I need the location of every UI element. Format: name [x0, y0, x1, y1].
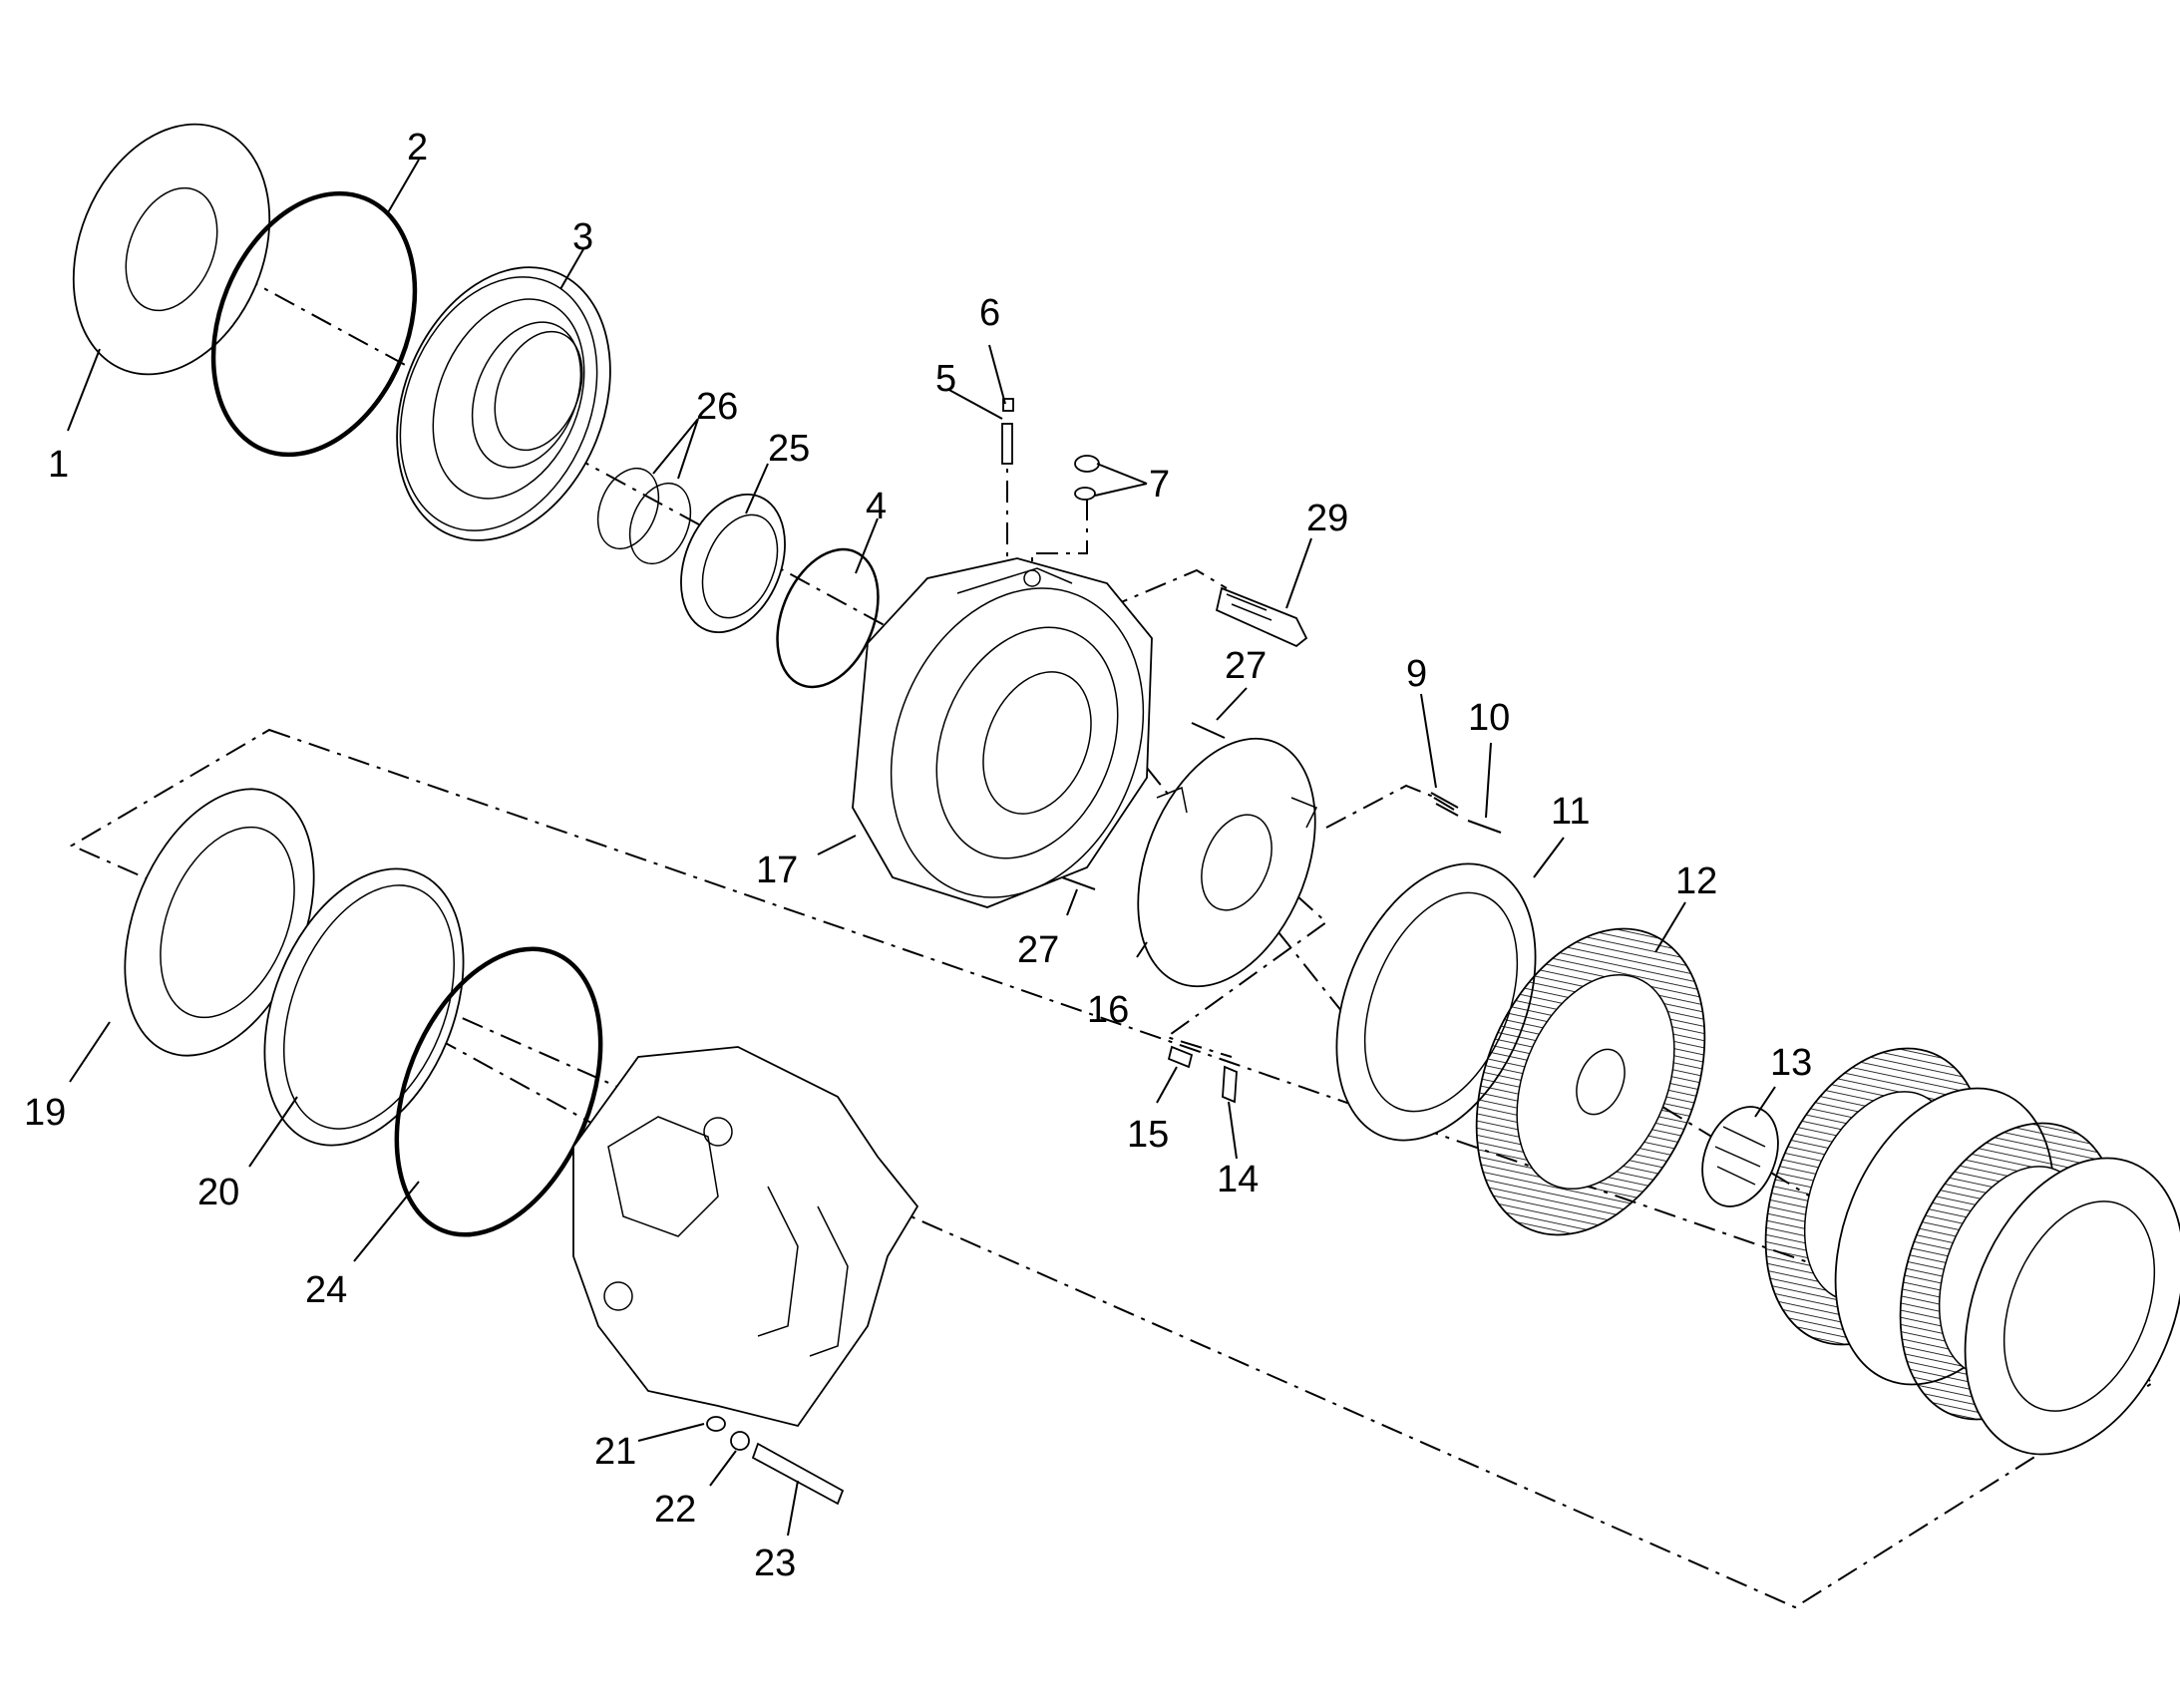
part-6-cap	[1002, 398, 1014, 412]
part-1-thrust-washer	[72, 123, 271, 376]
callout-13: 13	[1770, 1042, 1812, 1084]
part-25-bearing	[680, 493, 786, 634]
part-10-pin	[1467, 820, 1502, 834]
part-17-housing	[852, 557, 1153, 908]
part-5-fitting	[1001, 423, 1013, 465]
part-24-o-ring	[394, 946, 603, 1237]
callout-4: 4	[866, 486, 887, 527]
leader-lines	[67, 159, 1776, 1537]
callout-23: 23	[754, 1542, 796, 1584]
callout-3: 3	[572, 216, 593, 258]
callout-10: 10	[1468, 697, 1510, 739]
part-27-pin-lower	[1061, 876, 1096, 890]
callout-27-lower: 27	[1017, 929, 1059, 971]
callout-2: 2	[407, 127, 428, 169]
part-20-washer	[263, 867, 465, 1147]
callout-5: 5	[935, 358, 956, 400]
centerline-left	[179, 896, 599, 1128]
part-2-o-ring	[210, 190, 418, 458]
part-14-screw	[1222, 1065, 1238, 1104]
part-16-reaction-plate	[1137, 737, 1318, 988]
callout-7: 7	[1149, 464, 1170, 506]
part-4-snap-ring	[776, 547, 880, 689]
callout-11: 11	[1551, 791, 1590, 833]
callout-12: 12	[1675, 860, 1717, 902]
part-3-piston	[396, 266, 611, 541]
callout-19: 19	[24, 1092, 66, 1134]
callout-21: 21	[594, 1431, 636, 1473]
callout-14: 14	[1217, 1159, 1259, 1200]
part-29-bolt	[1215, 586, 1308, 648]
callout-labels: 1 2 3 26 25 4 6 5 7 29 27 9 10 11 12 13 …	[24, 127, 1812, 1584]
centerline-bolt-29	[1106, 568, 1228, 609]
part-12-friction-disc	[1475, 927, 1706, 1236]
centerline-bolt-9	[1325, 784, 1437, 829]
part-22-nut	[730, 1431, 750, 1451]
callout-17: 17	[756, 850, 798, 891]
part-21-washer	[706, 1416, 726, 1432]
callout-1: 1	[48, 444, 69, 486]
part-27-pin-upper	[1191, 722, 1226, 739]
callout-22: 22	[654, 1489, 696, 1531]
callout-27-upper: 27	[1225, 645, 1267, 687]
part-15-pin	[1167, 1045, 1194, 1069]
centerline-pin-15	[1164, 894, 1328, 1058]
callout-16: 16	[1087, 989, 1129, 1031]
callout-25: 25	[768, 428, 810, 470]
part-26-seal-rings	[596, 467, 692, 565]
axle-housing	[572, 1046, 919, 1428]
part-9-spring	[1430, 792, 1459, 817]
callout-6: 6	[979, 292, 1000, 334]
callout-24: 24	[305, 1269, 347, 1311]
part-7-bolt-washer	[1074, 455, 1100, 501]
callout-20: 20	[197, 1172, 239, 1213]
part-23-stud	[751, 1442, 845, 1506]
callout-26: 26	[696, 386, 738, 428]
callout-15: 15	[1127, 1114, 1169, 1156]
callout-29: 29	[1306, 498, 1348, 539]
disc-stack	[1764, 1047, 2180, 1456]
callout-9: 9	[1406, 653, 1427, 695]
